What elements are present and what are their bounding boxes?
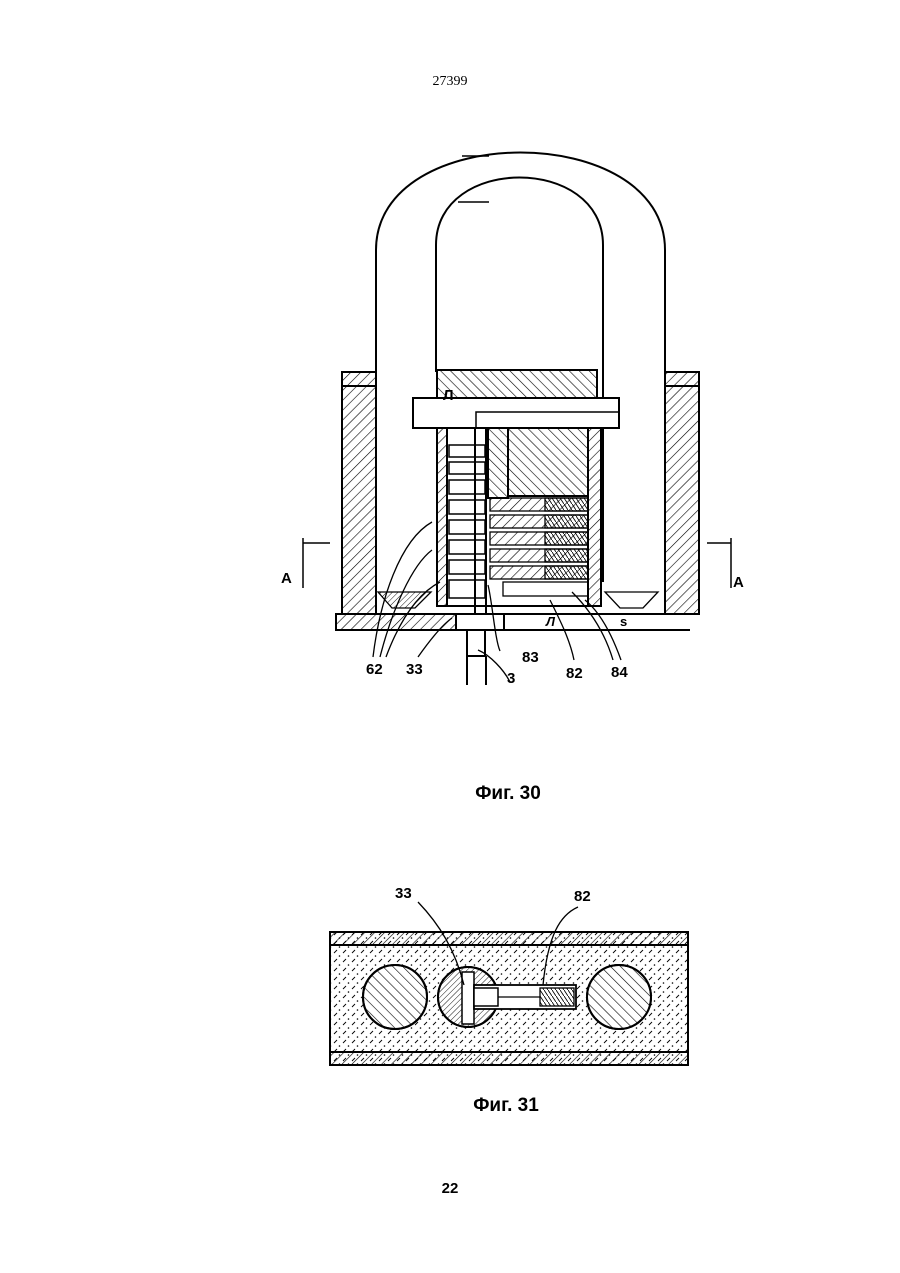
fig31-ref-label-33: 33	[395, 885, 412, 902]
fig31-ref-label-82: 82	[574, 888, 591, 905]
figure-30-caption: Фиг. 30	[58, 783, 900, 805]
section-label-a-right: A	[733, 574, 744, 591]
mark-s: s	[620, 614, 627, 629]
mark-l-bottom: Л	[545, 614, 556, 629]
section-label-a-left: A	[281, 570, 292, 587]
mark-l-top: Л	[443, 387, 454, 404]
ref-label-33: 33	[406, 661, 423, 678]
figure-30-drawing	[303, 153, 731, 686]
ref-label-82: 82	[566, 665, 583, 682]
ref-label-3: 3	[507, 670, 515, 687]
figure-31-caption: Фиг. 31	[56, 1095, 900, 1117]
ref-label-62: 62	[366, 661, 383, 678]
figure-31-drawing	[330, 902, 688, 1065]
page-number: 22	[0, 1180, 900, 1197]
ref-label-83: 83	[522, 649, 539, 666]
ref-label-84: 84	[611, 664, 628, 681]
